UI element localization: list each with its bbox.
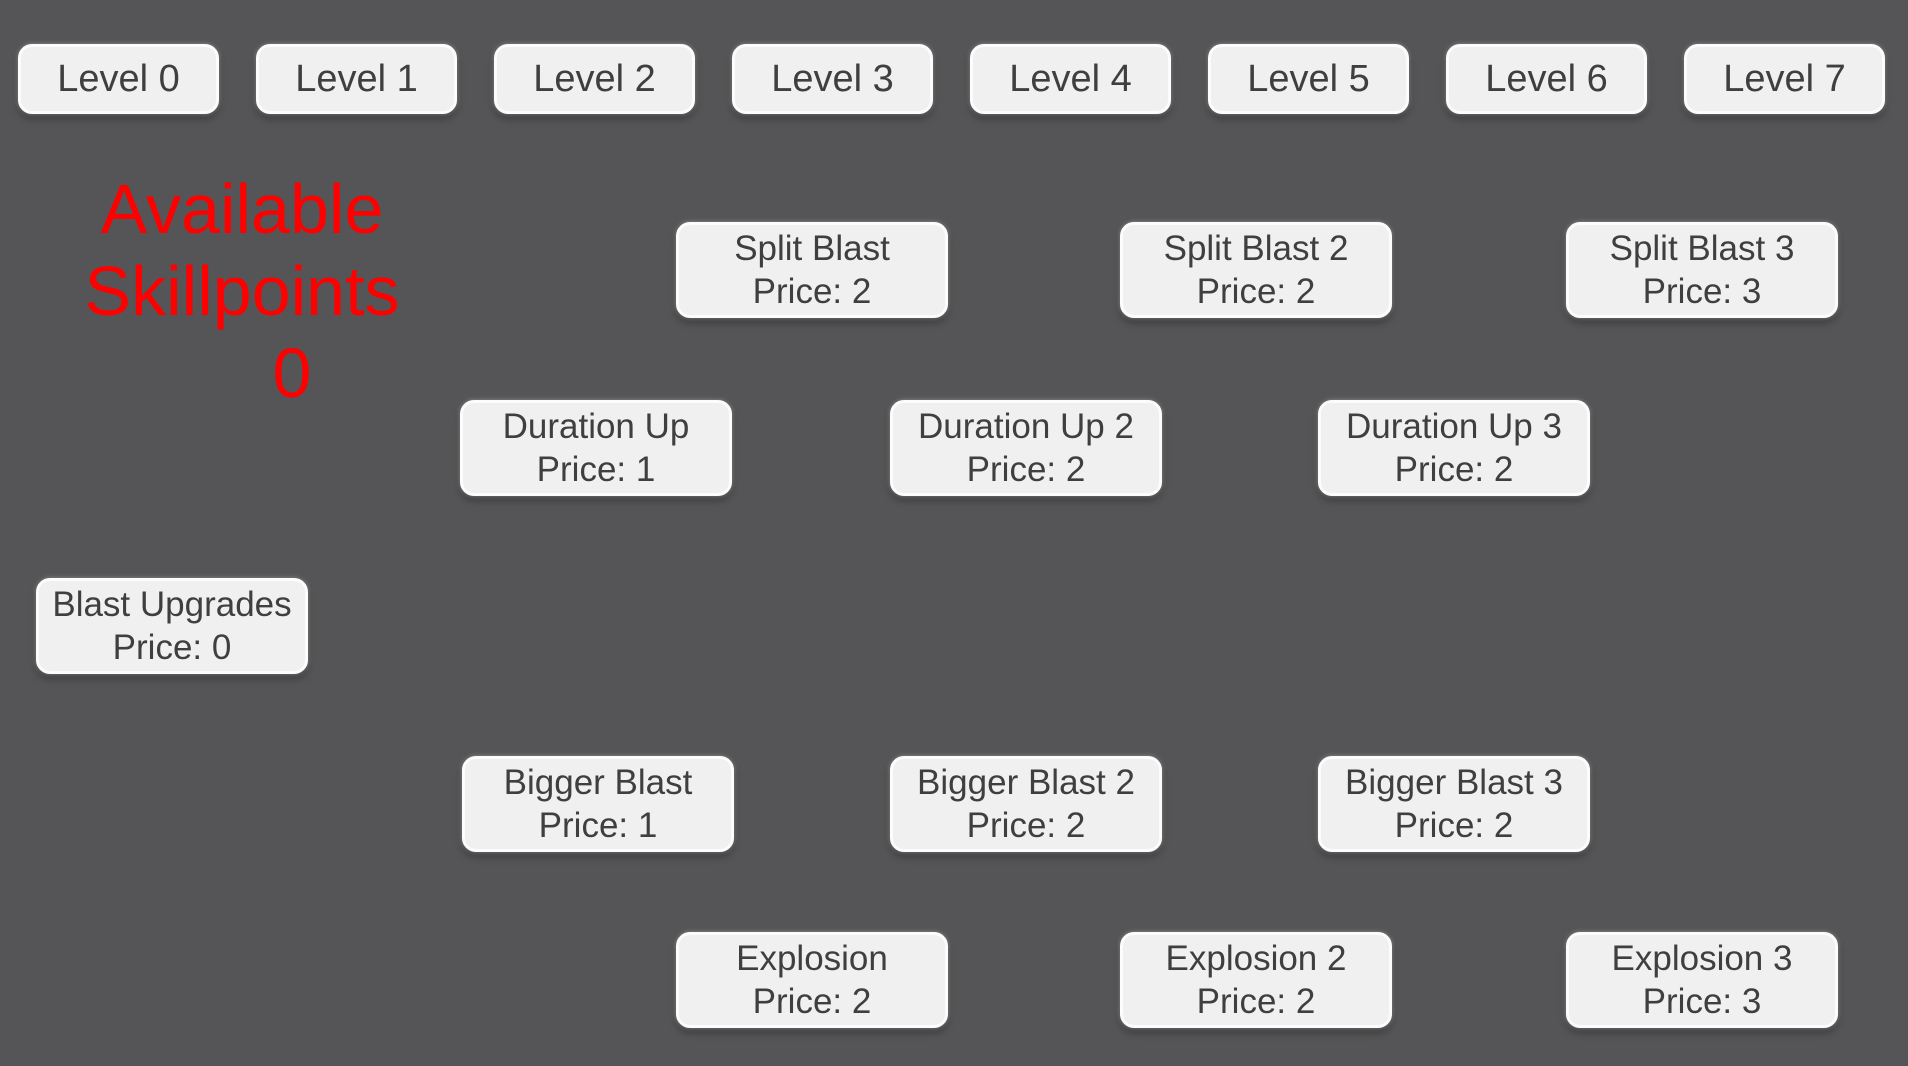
upgrade-price: Price: 2 — [1394, 450, 1514, 489]
level-button-3[interactable]: Level 3 — [732, 44, 933, 114]
upgrade-price: Price: 1 — [536, 450, 656, 489]
upgrade-button-duration-up[interactable]: Duration Up Price: 1 — [460, 400, 732, 496]
upgrade-name: Blast Upgrades — [52, 585, 292, 624]
upgrade-price: Price: 1 — [538, 806, 658, 845]
upgrade-button-bigger-blast-2[interactable]: Bigger Blast 2 Price: 2 — [890, 756, 1162, 852]
level-button-6[interactable]: Level 6 — [1446, 44, 1647, 114]
upgrade-name: Split Blast — [734, 229, 890, 268]
upgrade-button-duration-up-3[interactable]: Duration Up 3 Price: 2 — [1318, 400, 1590, 496]
upgrade-price: Price: 3 — [1642, 272, 1762, 311]
upgrade-price: Price: 2 — [1196, 982, 1316, 1021]
skillpoints-line-2: Skillpoints — [84, 252, 400, 330]
level-button-2[interactable]: Level 2 — [494, 44, 695, 114]
upgrade-name: Split Blast 3 — [1609, 229, 1795, 268]
upgrade-name: Explosion — [736, 939, 888, 978]
upgrade-name: Explosion 3 — [1611, 939, 1793, 978]
upgrade-name: Bigger Blast — [503, 763, 693, 802]
level-button-5[interactable]: Level 5 — [1208, 44, 1409, 114]
upgrade-button-duration-up-2[interactable]: Duration Up 2 Price: 2 — [890, 400, 1162, 496]
upgrade-price: Price: 3 — [1642, 982, 1762, 1021]
level-button-7[interactable]: Level 7 — [1684, 44, 1885, 114]
upgrade-name: Duration Up 2 — [918, 407, 1134, 446]
upgrade-price: Price: 2 — [1196, 272, 1316, 311]
upgrade-button-bigger-blast-3[interactable]: Bigger Blast 3 Price: 2 — [1318, 756, 1590, 852]
skillpoints-value: 0 — [272, 334, 312, 412]
level-button-1[interactable]: Level 1 — [256, 44, 457, 114]
upgrade-button-split-blast-3[interactable]: Split Blast 3 Price: 3 — [1566, 222, 1838, 318]
level-button-4[interactable]: Level 4 — [970, 44, 1171, 114]
upgrade-price: Price: 2 — [1394, 806, 1514, 845]
upgrade-price: Price: 2 — [752, 982, 872, 1021]
upgrade-name: Explosion 2 — [1165, 939, 1347, 978]
upgrade-button-explosion-3[interactable]: Explosion 3 Price: 3 — [1566, 932, 1838, 1028]
level-button-0[interactable]: Level 0 — [18, 44, 219, 114]
upgrade-name: Bigger Blast 2 — [917, 763, 1135, 802]
upgrade-price: Price: 2 — [752, 272, 872, 311]
upgrade-button-explosion-2[interactable]: Explosion 2 Price: 2 — [1120, 932, 1392, 1028]
upgrade-name: Split Blast 2 — [1163, 229, 1349, 268]
available-skillpoints: Available Skillpoints 0 — [42, 168, 442, 414]
upgrade-button-split-blast-2[interactable]: Split Blast 2 Price: 2 — [1120, 222, 1392, 318]
upgrade-price: Price: 2 — [966, 450, 1086, 489]
upgrade-name: Duration Up 3 — [1346, 407, 1562, 446]
skillpoints-line-1: Available — [100, 170, 384, 248]
upgrade-name: Bigger Blast 3 — [1345, 763, 1563, 802]
upgrade-price: Price: 0 — [112, 628, 232, 667]
upgrade-price: Price: 2 — [966, 806, 1086, 845]
upgrade-name: Duration Up — [502, 407, 690, 446]
